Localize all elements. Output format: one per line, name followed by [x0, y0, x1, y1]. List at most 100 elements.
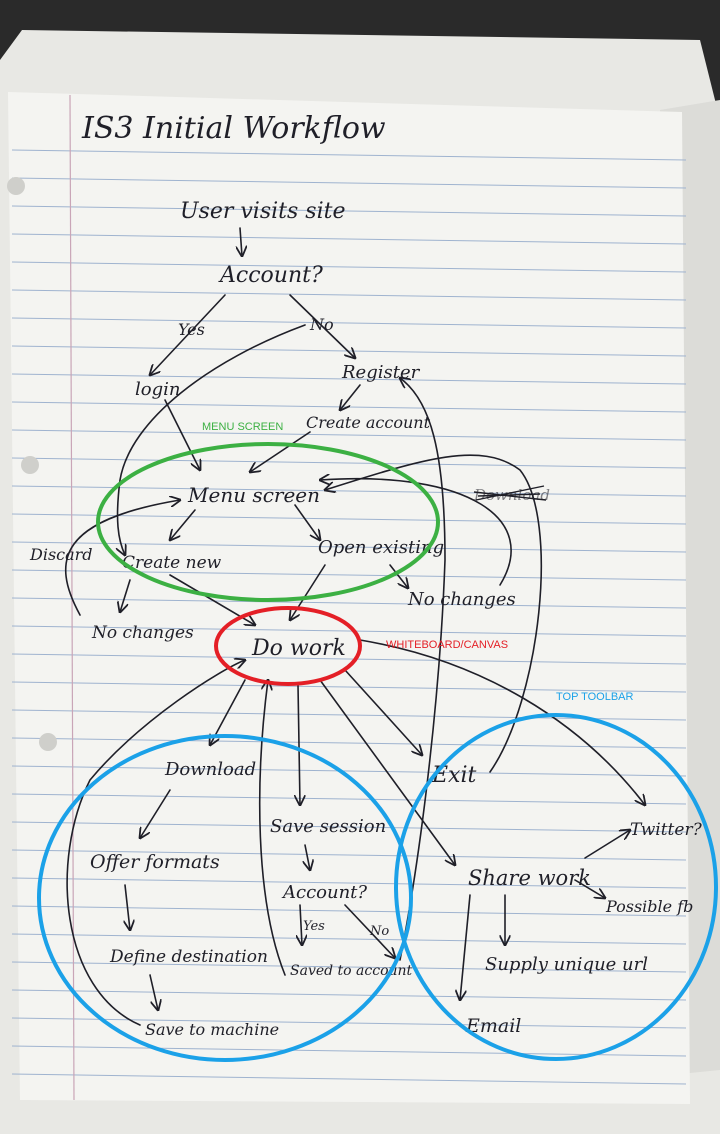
arrow-share-to-email [460, 894, 471, 1000]
arrow-register-to-create [340, 384, 361, 410]
arrow-dowork-to-save [298, 684, 300, 805]
arrow-menu-to-open [294, 504, 320, 540]
arrow-dowork-to-exit [344, 669, 422, 755]
arrow-nochanges-loop-left [64, 500, 180, 616]
label-yes: Yes [178, 320, 205, 339]
punch-hole [7, 177, 25, 195]
arrow-formats-to-define [125, 884, 130, 930]
node-download: Download [164, 759, 256, 780]
ruled-line [11, 485, 687, 497]
whiteboard-highlight [214, 606, 362, 686]
ruled-line [11, 373, 687, 385]
node-no-changes-left: No changes [91, 623, 194, 643]
ruled-line [11, 765, 687, 777]
arrow-share-to-fb [574, 879, 605, 898]
node-save-session: Save session [270, 816, 386, 837]
node-user-visits: User visits site [180, 199, 345, 224]
node-email: Email [465, 1015, 521, 1037]
node-crossed-out: Download [473, 486, 550, 504]
ruled-line [11, 1017, 687, 1029]
node-do-work: Do work [251, 636, 346, 661]
annotation-menu-screen: MENU SCREEN [202, 421, 283, 433]
ruled-line [11, 177, 687, 189]
node-open-existing: Open existing [318, 537, 444, 558]
arrow-login-to-menu [164, 399, 200, 470]
page-title: IS3 Initial Workflow [81, 111, 386, 146]
arrow-visit-to-account [240, 227, 242, 256]
arrow-account-yes [150, 294, 226, 375]
crossed-out-scribble [473, 485, 547, 501]
ruled-line [11, 625, 687, 637]
ruled-line [11, 653, 687, 665]
punch-hole [21, 456, 39, 474]
ruled-line [11, 1045, 687, 1057]
ruled-line [11, 961, 687, 973]
toolbar-highlight-right [394, 713, 718, 1061]
node-supply-url: Supply unique url [485, 954, 648, 975]
ruled-line [11, 317, 687, 329]
arrow-nochanges-loop-right [320, 479, 512, 586]
label-yes-2: Yes [303, 919, 325, 934]
node-create-new: Create new [122, 553, 222, 573]
arrow-create-new-to-nochanges [120, 579, 131, 612]
ruled-line [11, 709, 687, 721]
node-menu-screen: Menu screen [187, 483, 320, 507]
annotation-whiteboard: WHITEBOARD/CANVAS [386, 639, 508, 651]
ruled-line [11, 737, 687, 749]
ruled-line [11, 149, 687, 161]
ruled-line [11, 205, 687, 217]
ruled-line [11, 821, 687, 833]
ruled-line [11, 933, 687, 945]
label-no: No [309, 315, 334, 334]
arrow-no-loop [118, 324, 306, 555]
arrow-open-to-dowork [290, 564, 326, 620]
ruled-line [11, 261, 687, 273]
ruled-line [11, 681, 687, 693]
arrow-no2-loop [400, 378, 446, 961]
node-offer-formats: Offer formats [90, 851, 220, 873]
node-login: login [135, 379, 180, 400]
arrow-dowork-to-share [319, 679, 455, 865]
ruled-line [11, 457, 687, 469]
ruled-line [11, 877, 687, 889]
arrow-saved-loop [258, 680, 286, 976]
ruled-line [11, 429, 687, 441]
ruled-line [11, 849, 687, 861]
node-labels: User visits site Account? Yes No login R… [29, 199, 703, 1039]
node-exit: Exit [431, 763, 477, 788]
node-no-changes-right: No changes [407, 589, 516, 610]
node-discard: Discard [29, 545, 93, 564]
node-twitter: Twitter? [630, 820, 703, 840]
ruled-line [11, 989, 687, 1001]
ruled-line [11, 793, 687, 805]
punch-hole [39, 733, 57, 751]
arrow-exit-loop [325, 454, 543, 773]
node-share-work: Share work [468, 866, 591, 890]
arrow-create-to-menu [250, 431, 311, 472]
ruled-line [11, 569, 687, 581]
arrow-account-yes2 [300, 904, 302, 945]
ruled-line [11, 289, 687, 301]
node-saved-to-account: Saved to account [290, 963, 413, 979]
node-account: Account? [218, 263, 323, 288]
annotation-top-toolbar: TOP TOOLBAR [556, 691, 633, 703]
node-account-2: Account? [281, 882, 367, 903]
arrow-open-to-nochanges [389, 564, 408, 588]
ruled-line [11, 905, 687, 917]
connectors [64, 227, 645, 1026]
label-no-2: No [369, 924, 389, 939]
arrow-account-no2 [344, 904, 395, 958]
toolbar-highlight-left [37, 734, 413, 1062]
node-possible-fb: Possible fb [605, 897, 693, 916]
arrow-define-to-save-machine [149, 974, 158, 1010]
ruled-line [11, 1073, 687, 1085]
node-define-destination: Define destination [109, 947, 268, 967]
arrow-download-to-formats [140, 789, 171, 838]
menu-screen-highlight [96, 442, 440, 602]
arrow-menu-to-create-new [170, 509, 196, 540]
arrow-save-to-account [305, 844, 310, 870]
node-save-to-machine: Save to machine [145, 1020, 279, 1039]
ruled-line [11, 233, 687, 245]
ruled-line [11, 513, 687, 525]
